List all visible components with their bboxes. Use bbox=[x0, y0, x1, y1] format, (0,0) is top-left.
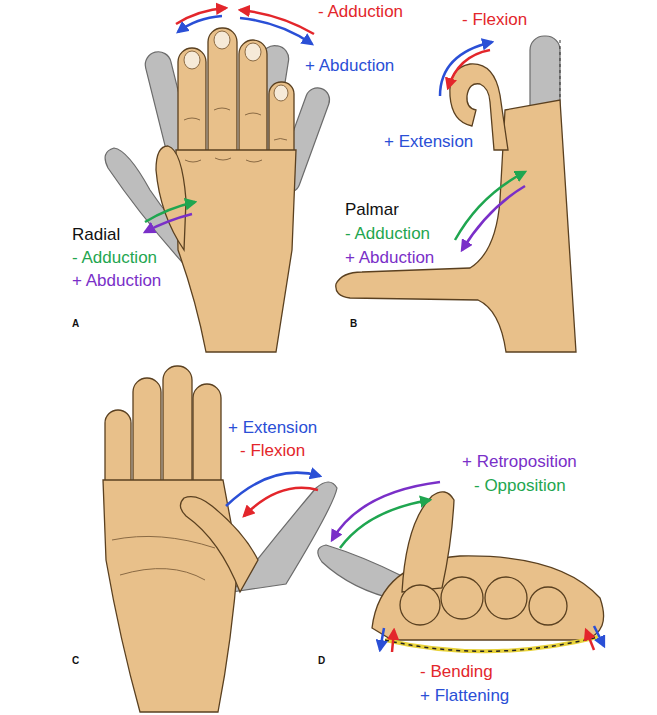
motion-label: + Extension bbox=[228, 418, 317, 438]
motion-label: + Retroposition bbox=[462, 452, 577, 472]
motion-label: - Adduction bbox=[318, 2, 403, 22]
motion-label: - Opposition bbox=[474, 476, 566, 496]
motion-label: Palmar bbox=[345, 200, 399, 220]
motion-label: + Extension bbox=[384, 132, 473, 152]
hand-b bbox=[336, 36, 576, 352]
motion-label: + Abduction bbox=[72, 271, 161, 291]
motion-label: - Bending bbox=[420, 662, 493, 682]
motion-label: - Adduction bbox=[72, 248, 157, 268]
panel-letter: D bbox=[318, 655, 325, 667]
motion-label: - Flexion bbox=[240, 441, 305, 461]
panel-letter: B bbox=[350, 318, 357, 330]
hand-a bbox=[105, 8, 333, 352]
hand-d bbox=[318, 482, 604, 652]
motion-label: - Adduction bbox=[345, 224, 430, 244]
hand-c bbox=[103, 366, 337, 712]
motion-label: Radial bbox=[72, 225, 120, 245]
panel-letter: C bbox=[72, 655, 79, 667]
motion-label: + Abduction bbox=[305, 56, 394, 76]
panel-letter: A bbox=[72, 318, 79, 330]
motion-label: + Flattening bbox=[420, 686, 509, 706]
motion-label: + Abduction bbox=[345, 248, 434, 268]
motion-label: - Flexion bbox=[462, 10, 527, 30]
